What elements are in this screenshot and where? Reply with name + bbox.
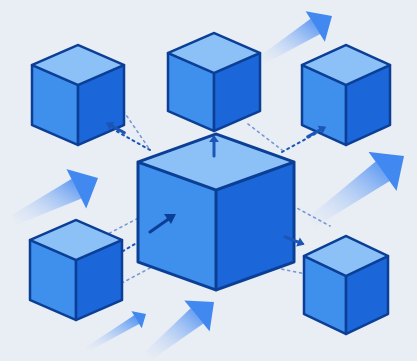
cubes-layer: [28, 31, 392, 336]
cube-top-face: [302, 234, 390, 278]
cube-bottom-right: [302, 234, 390, 336]
background-arrow-shaft: [84, 315, 140, 353]
cube-top-face: [166, 31, 262, 75]
cube-top-face: [30, 43, 126, 87]
background-arrow-shaft: [259, 18, 321, 64]
inner-arrow-shaft: [148, 216, 172, 234]
connector-arrowhead: [105, 121, 115, 131]
arrowheads-layer: [105, 121, 327, 247]
background-arrow-shaft: [144, 308, 204, 360]
cube-center: [136, 132, 296, 292]
cube-top-right: [300, 43, 392, 147]
background-arrows-layer: [11, 11, 404, 360]
connector-arrowhead: [209, 135, 219, 142]
background-arrow-head: [305, 11, 332, 42]
connector-arrow-shaft: [306, 128, 322, 139]
dotted-guide-line: [275, 267, 317, 277]
background-arrow-shaft: [11, 178, 82, 225]
connector-arrowhead: [317, 125, 327, 135]
cube-top-middle: [166, 31, 262, 133]
cube-bottom-left: [28, 218, 124, 322]
background-arrow: [11, 169, 98, 225]
connector-arrow-shaft: [110, 124, 126, 135]
cube-top-left: [30, 43, 126, 147]
background-arrow-head: [184, 300, 214, 332]
connector-arrow-shaft: [283, 235, 300, 244]
dotted-guide-line: [247, 123, 283, 151]
center-inner-arrow: [148, 214, 176, 234]
dotted-guide-line: [119, 267, 151, 285]
background-arrow: [308, 151, 404, 227]
background-arrow: [84, 311, 146, 353]
cube-top-face: [136, 132, 296, 192]
background-arrow-head: [131, 311, 146, 329]
background-arrow-shaft: [308, 161, 390, 227]
background-arrow-head: [66, 169, 98, 209]
cube-top-face: [28, 218, 124, 262]
background-arrow: [259, 11, 332, 64]
inner-arrow-head: [164, 214, 176, 224]
cube-top-face: [300, 43, 392, 87]
connector-arrowhead: [296, 237, 305, 247]
background-arrow: [144, 300, 214, 360]
dotted-guide-line: [119, 105, 151, 151]
background-arrow-head: [368, 151, 404, 191]
